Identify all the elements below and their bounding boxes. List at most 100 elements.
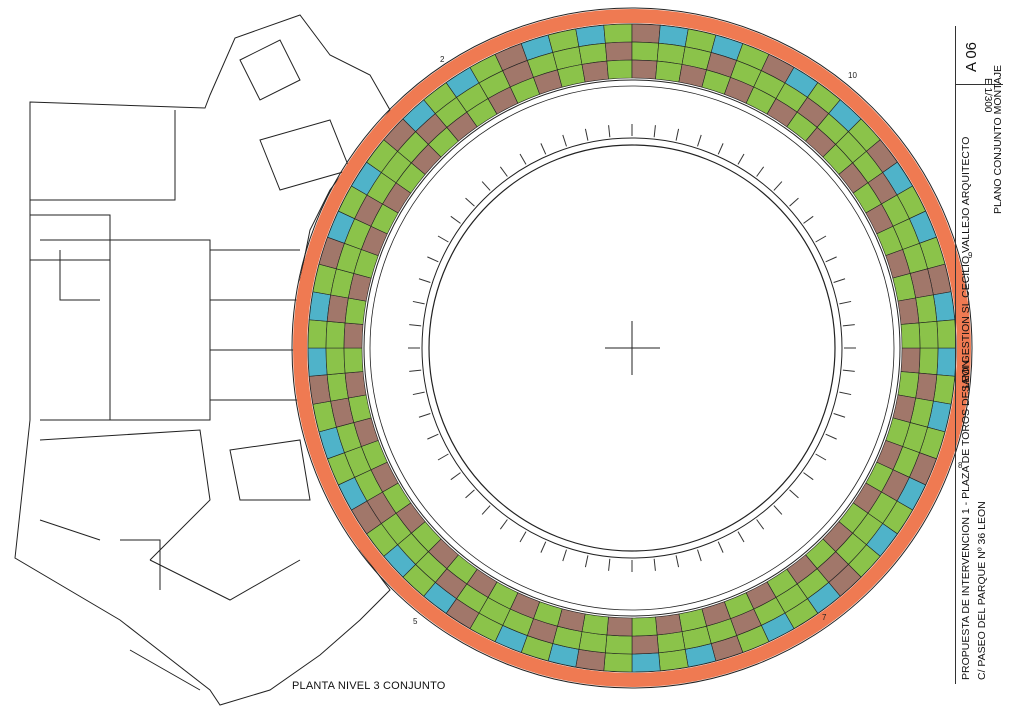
- corridor-divider: [815, 453, 827, 461]
- corridor-divider: [737, 153, 745, 165]
- corridor-divider: [825, 256, 837, 263]
- terrace-segment-outer: [603, 652, 633, 673]
- corridor-divider: [427, 256, 439, 263]
- grid-label: 2: [440, 55, 445, 64]
- plan-name: PLANO CONJUNTO MONTAJE: [992, 65, 1004, 214]
- corridor-divider: [481, 505, 491, 515]
- terrace-segment-outer: [936, 347, 957, 377]
- corridor-divider: [562, 134, 567, 147]
- terrace-segment-outer: [631, 23, 661, 44]
- terrace-segment-inner: [581, 613, 609, 636]
- corridor-divider: [412, 391, 425, 396]
- project-address: C/ PASEO DEL PARQUE Nº 36 LEON: [976, 501, 988, 680]
- corridor-divider: [737, 531, 745, 543]
- corridor-divider: [562, 549, 567, 562]
- corridor-divider: [756, 166, 765, 177]
- corridor-divider: [437, 453, 449, 461]
- grid-label: 10: [848, 71, 857, 80]
- terrace-segment-outer: [936, 319, 957, 349]
- corridor-divider: [773, 181, 783, 191]
- corridor-divider: [842, 369, 855, 372]
- corridor-divider: [465, 489, 475, 499]
- terrace-segment-inner: [606, 616, 633, 637]
- terrace-segment-middle: [631, 41, 659, 62]
- terrace-segment-outer: [307, 347, 328, 377]
- corridor-divider: [675, 128, 680, 141]
- corridor-divider: [608, 558, 611, 571]
- corridor-divider: [584, 555, 589, 568]
- terrace-segment-middle: [918, 321, 939, 349]
- corridor-divider: [773, 505, 783, 515]
- terrace-segment-inner: [900, 322, 921, 349]
- corridor-divider: [499, 519, 508, 530]
- corridor-divider: [481, 181, 491, 191]
- plan-caption: PLANTA NIVEL 3 CONJUNTO: [292, 680, 446, 692]
- corridor-divider: [697, 549, 702, 562]
- terrace-segment-outer: [631, 652, 661, 673]
- corridor-divider: [540, 541, 547, 553]
- terrace-segment-inner: [655, 613, 683, 636]
- terrace-segment-inner: [343, 322, 364, 349]
- terrace-segment-inner: [343, 347, 364, 374]
- terrace-segment-outer: [307, 319, 328, 349]
- terrace-segment-inner: [897, 371, 920, 399]
- terrace-segment-middle: [325, 347, 346, 375]
- grid-label: 9: [968, 251, 973, 260]
- corridor-divider: [789, 197, 799, 207]
- bullring: [291, 7, 973, 689]
- title-block: PROPUESTA DE INTERVENCION 1 - PLAZA DE T…: [955, 26, 1004, 684]
- corridor-divider: [540, 143, 547, 155]
- corridor-divider: [833, 278, 846, 283]
- terrace-segment-inner: [344, 297, 367, 325]
- corridor-divider: [418, 278, 431, 283]
- corridor-divider: [519, 153, 527, 165]
- corridor-divider: [697, 134, 702, 147]
- corridor-divider: [450, 215, 461, 224]
- terrace-segment-inner: [900, 347, 921, 374]
- terrace-segment-inner: [631, 616, 658, 637]
- corridor-divider: [427, 433, 439, 440]
- corridor-divider: [437, 235, 449, 243]
- corridor-divider: [833, 413, 846, 418]
- corridor-divider: [803, 472, 814, 481]
- terrace-segment-middle: [918, 347, 939, 375]
- corridor-divider: [450, 472, 461, 481]
- corridor-divider: [653, 558, 656, 571]
- corridor-divider: [717, 143, 724, 155]
- terrace-segment-middle: [605, 41, 633, 62]
- grid-label: 7: [822, 613, 827, 622]
- corridor-divider: [409, 369, 422, 372]
- corridor-divider: [717, 541, 724, 553]
- terrace-segment-outer: [603, 23, 633, 44]
- corridor-divider: [519, 531, 527, 543]
- corridor-divider: [756, 519, 765, 530]
- corridor-divider: [465, 197, 475, 207]
- corridor-divider: [839, 300, 852, 305]
- corridor-divider: [499, 166, 508, 177]
- terrace-segment-inner: [655, 60, 683, 83]
- title-block-text: PROPUESTA DE INTERVENCION 1 - PLAZA DE T…: [956, 26, 1004, 684]
- terrace-segment-inner: [344, 371, 367, 399]
- project-title: PROPUESTA DE INTERVENCION 1 - PLAZA DE T…: [960, 359, 972, 680]
- corridor-divider: [675, 555, 680, 568]
- terrace-segment-middle: [631, 634, 659, 655]
- corridor-divider: [412, 300, 425, 305]
- terrace-segment-middle: [325, 321, 346, 349]
- authors: SAMI GESTION SL CECILIO VALLEJO ARQUITEC…: [960, 136, 972, 392]
- corridor-divider: [825, 433, 837, 440]
- corridor-divider: [842, 324, 855, 327]
- terrace-segment-inner: [581, 60, 609, 83]
- sheet-code-box: A 06: [955, 26, 1003, 85]
- corridor-divider: [418, 413, 431, 418]
- terrace-segment-inner: [897, 297, 920, 325]
- terrace-segment-middle: [605, 634, 633, 655]
- corridor-divider: [815, 235, 827, 243]
- corridor-divider: [409, 324, 422, 327]
- corridor-divider: [608, 125, 611, 138]
- corridor-divider: [803, 215, 814, 224]
- corridor-divider: [653, 125, 656, 138]
- corridor-divider: [584, 128, 589, 141]
- grid-label: 8: [958, 461, 963, 470]
